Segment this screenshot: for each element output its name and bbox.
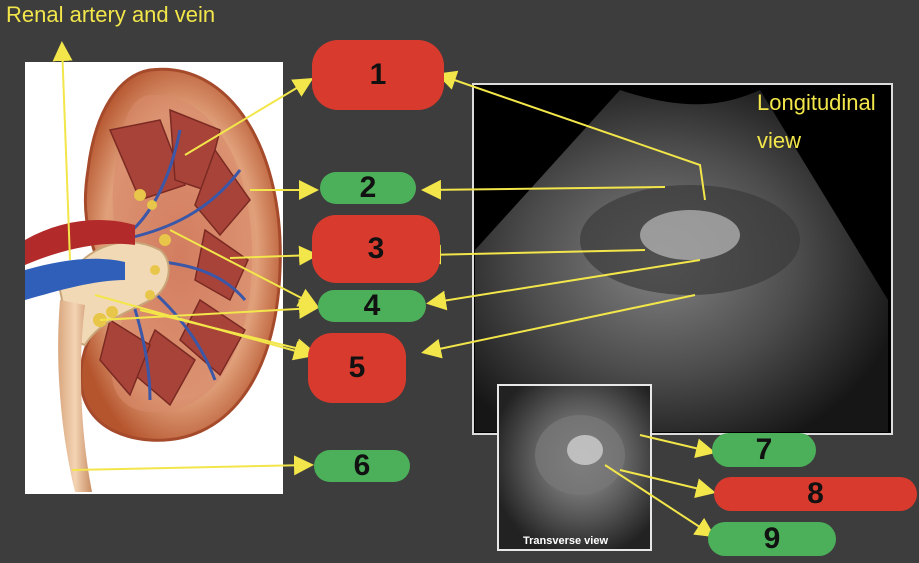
arrow-4-illus-a [169, 229, 319, 307]
marker-1[interactable]: 1 [312, 40, 444, 110]
renal-sinus-echo [640, 210, 740, 260]
arrow-1-us [436, 70, 706, 201]
marker-6[interactable]: 6 [314, 449, 410, 482]
longitudinal-label-line2: view [757, 128, 802, 153]
arrow-1-illus [184, 77, 314, 156]
transverse-label: Transverse view [523, 535, 609, 547]
arrow-3-illus [229, 245, 319, 266]
ureter [58, 300, 92, 492]
kidney-illustration [25, 62, 283, 494]
marker-8[interactable]: 8 [714, 477, 917, 511]
arrow-2-us [421, 179, 666, 200]
transverse-sinus [567, 435, 603, 465]
fat-deposits [93, 189, 171, 327]
longitudinal-label-line1: Longitudinal [757, 90, 876, 115]
arrow-5-illus-b [139, 309, 316, 358]
arrow-5-us [421, 294, 696, 359]
marker-7[interactable]: 7 [712, 433, 816, 467]
arrow-4-illus-b [99, 298, 319, 321]
arrow-4-us [426, 259, 701, 311]
marker-4[interactable]: 4 [318, 289, 426, 322]
renal-artery [25, 220, 135, 265]
transverse-frame [497, 384, 652, 551]
arrow-8 [619, 469, 716, 499]
arrow-3-us [421, 244, 646, 265]
marker-2[interactable]: 2 [320, 171, 416, 204]
longitudinal-ultrasound [472, 83, 893, 435]
diagram-title: Renal artery and vein [6, 2, 216, 27]
arrow-9 [604, 464, 716, 538]
arrow-title [52, 41, 73, 261]
transverse-ultrasound [497, 384, 652, 551]
marker-5[interactable]: 5 [308, 333, 406, 403]
arrow-7 [639, 434, 716, 459]
renal-vein [25, 258, 125, 300]
marker-9[interactable]: 9 [708, 522, 836, 556]
marker-3[interactable]: 3 [312, 215, 440, 283]
arrow-6-illus [71, 455, 314, 476]
pointer-arrows [52, 41, 716, 538]
